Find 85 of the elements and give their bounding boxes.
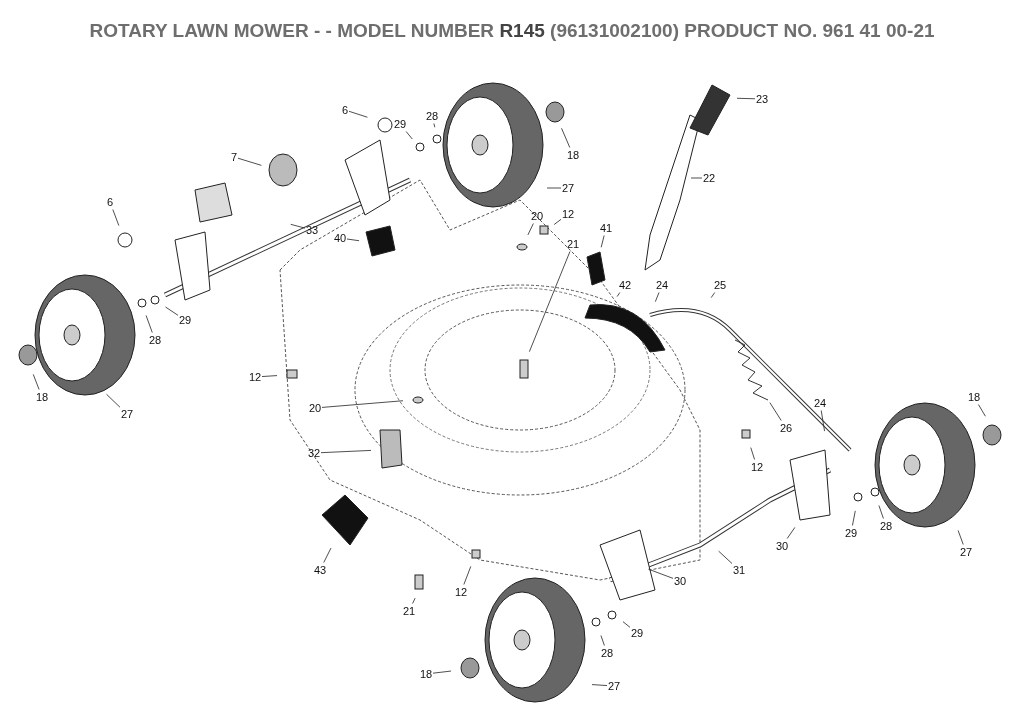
callout-number: 24 (655, 278, 669, 292)
leader-line (323, 547, 332, 563)
callout-number: 28 (879, 519, 893, 533)
callout-number: 31 (732, 563, 746, 577)
callout-number: 22 (702, 171, 716, 185)
callout-number: 12 (248, 370, 262, 384)
callout-number: 23 (755, 92, 769, 106)
leader-line (112, 209, 120, 226)
leader-line (978, 404, 986, 417)
diagram-title: ROTARY LAWN MOWER - - MODEL NUMBER R145 (96131002100) PRODUCT NO. 961 41 00-21 (89, 20, 935, 42)
leader-line (546, 187, 562, 189)
callout-number: 12 (561, 207, 575, 221)
callout-number: 18 (967, 390, 981, 404)
callout-number: 43 (313, 563, 327, 577)
leader-line (412, 597, 416, 604)
callout-number: 12 (454, 585, 468, 599)
leader-line (527, 223, 534, 236)
callout-number: 21 (402, 604, 416, 618)
callout-number: 20 (530, 209, 544, 223)
leader-line (750, 447, 755, 460)
callout-number: 28 (148, 333, 162, 347)
callout-number: 29 (393, 117, 407, 131)
callout-number: 28 (425, 109, 439, 123)
callout-number: 27 (607, 679, 621, 693)
callout-number: 7 (230, 150, 238, 164)
leader-line (529, 251, 571, 353)
leader-line (616, 292, 621, 297)
leader-line (405, 131, 413, 140)
leader-line (433, 123, 436, 128)
callout-number: 21 (566, 237, 580, 251)
leader-line (348, 110, 368, 118)
callout-number: 27 (959, 545, 973, 559)
callout-number: 27 (120, 407, 134, 421)
leader-line (321, 400, 404, 408)
callout-number: 6 (106, 195, 114, 209)
callout-number: 18 (419, 667, 433, 681)
callout-number: 25 (713, 278, 727, 292)
callout-number: 29 (630, 626, 644, 640)
callout-number: 24 (813, 396, 827, 410)
leader-line (736, 97, 756, 100)
callout-number: 41 (599, 221, 613, 235)
leader-line (878, 505, 884, 519)
callout-number: 6 (341, 103, 349, 117)
callout-number: 40 (333, 231, 347, 245)
leader-line (237, 157, 262, 166)
leader-line (145, 315, 153, 333)
leader-line (622, 621, 631, 628)
callout-number: 27 (561, 181, 575, 195)
leader-line (690, 177, 703, 179)
leader-line (432, 670, 452, 674)
leader-line (820, 410, 825, 432)
leader-line (769, 402, 782, 421)
leader-line (718, 550, 733, 564)
leader-line (591, 684, 608, 686)
callout-number: 29 (844, 526, 858, 540)
leader-line (32, 374, 40, 390)
callout-number: 26 (779, 421, 793, 435)
leader-line (648, 568, 674, 579)
leader-line (600, 235, 605, 248)
callout-number: 12 (750, 460, 764, 474)
callout-number: 28 (600, 646, 614, 660)
leader-line (957, 530, 964, 545)
leader-line (106, 393, 121, 408)
callout-number: 30 (775, 539, 789, 553)
callout-number: 29 (178, 313, 192, 327)
leader-line (261, 375, 278, 377)
callout-number: 20 (308, 401, 322, 415)
leader-line (553, 218, 562, 225)
callout-number: 18 (35, 390, 49, 404)
leader-line (463, 566, 472, 585)
callout-number: 30 (673, 574, 687, 588)
leader-line (786, 527, 796, 539)
leader-line (346, 238, 360, 242)
leader-line (654, 292, 660, 303)
callout-number: 33 (305, 223, 319, 237)
leader-line (710, 292, 716, 299)
leader-line (165, 306, 179, 316)
leader-line (600, 635, 605, 646)
callout-number: 18 (566, 148, 580, 162)
leader-line (561, 127, 571, 148)
leader-line (320, 450, 372, 454)
callout-number: 42 (618, 278, 632, 292)
leader-line (290, 223, 306, 229)
callout-number: 32 (307, 446, 321, 460)
leader-line (852, 510, 856, 526)
